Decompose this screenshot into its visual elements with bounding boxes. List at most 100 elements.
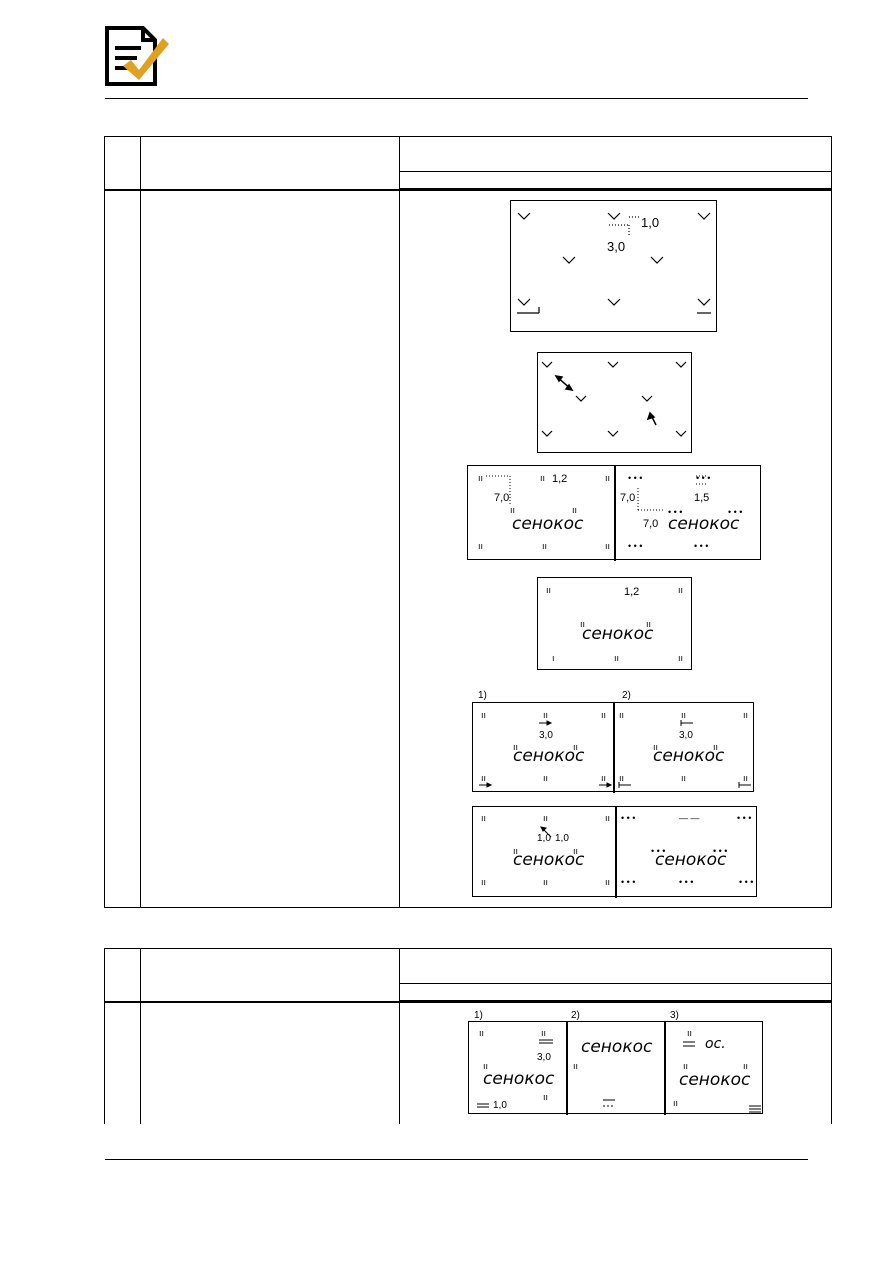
table-border xyxy=(104,136,105,908)
svg-text:ıı: ıı xyxy=(653,742,658,752)
value-label: 7,0 xyxy=(620,492,636,504)
svg-text:ıı: ıı xyxy=(543,877,548,887)
svg-text:ıı: ıı xyxy=(619,773,624,783)
svg-text:ıı: ıı xyxy=(479,1028,484,1038)
table-border xyxy=(399,136,400,908)
svg-text:ıı: ıı xyxy=(543,773,548,783)
sign-word: сенокос xyxy=(655,850,727,870)
table-border xyxy=(140,948,141,1124)
svg-text:ıı: ıı xyxy=(541,1028,546,1038)
table-border xyxy=(104,136,832,137)
svg-text:• • •: • • • xyxy=(621,877,635,887)
table-header-rule xyxy=(104,1001,832,1003)
sign-word: сенокос xyxy=(679,1070,751,1090)
svg-text:ı: ı xyxy=(552,653,555,663)
svg-text:• • •: • • • xyxy=(739,877,753,887)
sign-word: сенокос xyxy=(668,514,740,534)
sign-word: сенокос xyxy=(483,1069,555,1089)
table-border xyxy=(831,136,832,908)
value-label: 3,0 xyxy=(537,1052,551,1063)
svg-text:ıı: ıı xyxy=(619,710,624,720)
svg-text:ıı: ıı xyxy=(478,541,483,551)
svg-text:• • •: • • • xyxy=(694,541,708,551)
value-label: 1,5 xyxy=(694,492,710,504)
table-header-rule xyxy=(104,189,832,191)
svg-text:ıı: ıı xyxy=(683,1061,688,1071)
svg-text:ıı: ıı xyxy=(678,653,683,663)
svg-text:ıı: ıı xyxy=(580,619,585,629)
value-label: 1,0 xyxy=(555,833,569,844)
table-border xyxy=(399,983,832,984)
value-label: 1,2 xyxy=(624,586,640,598)
svg-text:ıı: ıı xyxy=(481,773,486,783)
table-border xyxy=(399,948,400,1124)
svg-text:ıı: ıı xyxy=(481,813,486,823)
value-label: 1,2 xyxy=(552,473,568,485)
diagram-number: 1) xyxy=(474,1010,483,1021)
value-label: 1,0 xyxy=(537,833,551,844)
table-border xyxy=(399,171,832,172)
svg-text:ıı: ıı xyxy=(572,505,577,515)
sign-diagram-1: 1,0 3,0 xyxy=(510,200,717,332)
diagram-number: 2) xyxy=(622,690,631,701)
diagram-number: 1) xyxy=(478,690,487,701)
svg-text:ıı: ıı xyxy=(673,1098,678,1108)
sign-word: ос. xyxy=(705,1036,726,1052)
svg-text:ıı: ıı xyxy=(478,473,483,483)
svg-text:ıı: ıı xyxy=(713,742,718,752)
svg-text:• • •: • • • xyxy=(728,507,742,517)
svg-text:• • •: • • • xyxy=(696,473,710,483)
svg-text:• • •: • • • xyxy=(621,813,635,823)
value-label: 3,0 xyxy=(607,239,626,254)
svg-text:ıı: ıı xyxy=(743,1061,748,1071)
panel-divider xyxy=(664,1022,666,1115)
diagram-number: 2) xyxy=(571,1010,580,1021)
svg-text:ıı: ıı xyxy=(483,1061,488,1071)
svg-text:• • •: • • • xyxy=(713,846,727,856)
svg-text:ıı: ıı xyxy=(543,1092,548,1102)
sign-word: сенокос xyxy=(513,746,585,766)
table-border xyxy=(399,1000,832,1001)
svg-text:• • •: • • • xyxy=(628,541,642,551)
svg-text:— —: — — xyxy=(679,813,700,823)
sign-word: сенокос xyxy=(582,624,654,644)
sign-word: сенокос xyxy=(581,1037,653,1057)
value-label: 3,0 xyxy=(539,730,553,741)
svg-text:• • •: • • • xyxy=(651,846,665,856)
svg-text:• • •: • • • xyxy=(628,473,642,483)
document-checkmark-icon xyxy=(105,26,169,86)
panel-divider xyxy=(614,466,616,561)
svg-text:ıı: ıı xyxy=(573,742,578,752)
svg-text:ıı: ıı xyxy=(605,541,610,551)
value-label: 3,0 xyxy=(679,730,693,741)
sign-word: сенокос xyxy=(513,850,585,870)
svg-text:ıı: ıı xyxy=(681,710,686,720)
footer-rule xyxy=(105,1159,808,1160)
panel-divider xyxy=(613,703,615,793)
svg-text:ıı: ıı xyxy=(543,813,548,823)
svg-text:ıı: ıı xyxy=(687,1028,692,1038)
table-border xyxy=(140,136,141,908)
value-label: 1,0 xyxy=(641,215,660,230)
svg-text:ıı: ıı xyxy=(542,541,547,551)
svg-text:ıı: ıı xyxy=(605,473,610,483)
svg-text:• • •: • • • xyxy=(679,877,693,887)
table-border xyxy=(104,948,832,949)
sign-word: сенокос xyxy=(512,514,584,534)
panel-divider xyxy=(615,807,617,898)
svg-text:ıı: ıı xyxy=(605,813,610,823)
svg-text:ıı: ıı xyxy=(605,877,610,887)
svg-text:ıı: ıı xyxy=(678,585,683,595)
svg-text:• • •: • • • xyxy=(668,507,682,517)
svg-text:ıı: ıı xyxy=(513,846,518,856)
svg-text:ıı: ıı xyxy=(481,710,486,720)
svg-text:ıı: ıı xyxy=(681,773,686,783)
